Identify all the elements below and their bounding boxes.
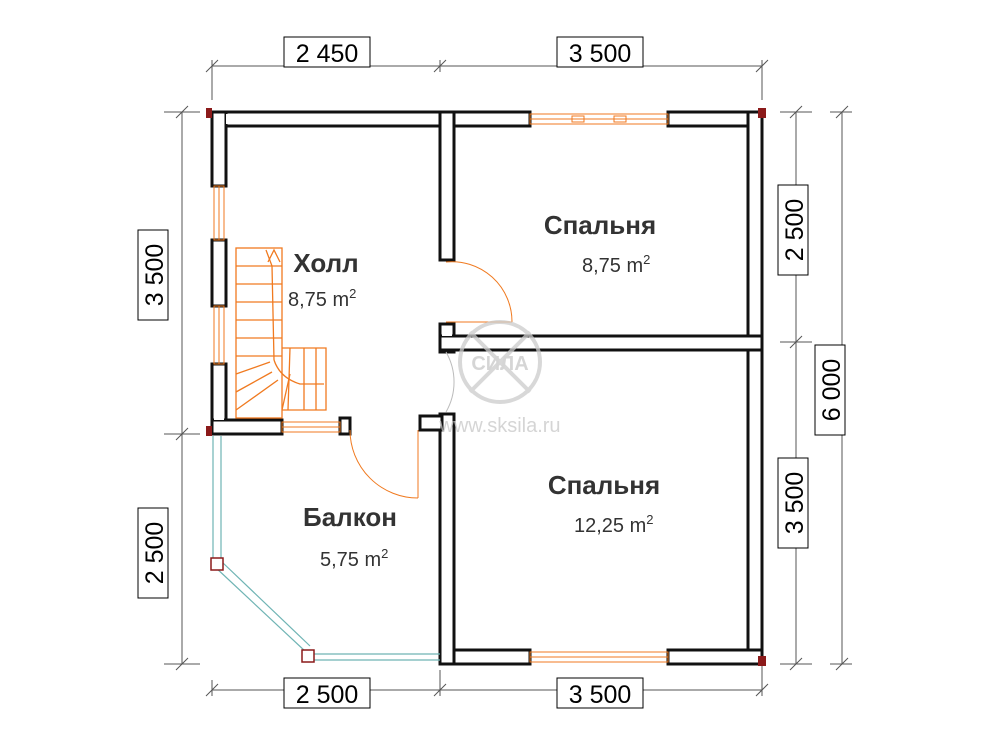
- walls: [210, 110, 764, 666]
- watermark-logo: [458, 320, 542, 404]
- room-bedroom-top-name: Спальня: [544, 210, 656, 240]
- dim-top-right: 3 500: [569, 40, 632, 68]
- dim-bottom-right: 3 500: [569, 681, 632, 709]
- room-bedroom-top: Спальня 8,75 m2: [544, 210, 656, 277]
- dim-left-upper: 3 500: [141, 244, 169, 307]
- dim-right-lower: 3 500: [781, 472, 809, 535]
- room-hall-name: Холл: [293, 248, 358, 278]
- room-bedroom-top-area: 8,75 m2: [582, 252, 650, 277]
- dim-top-left: 2 450: [296, 40, 359, 68]
- watermark: СИЛА www.sksila.ru: [438, 320, 561, 437]
- watermark-logo-text: СИЛА: [471, 353, 528, 375]
- room-balcony-area: 5,75 m2: [320, 546, 388, 571]
- balcony-posts: [210, 557, 315, 663]
- doors: [349, 261, 513, 499]
- room-bedroom-bottom-area: 12,25 m2: [574, 512, 654, 537]
- watermark-site: www.sksila.ru: [438, 415, 560, 437]
- dim-right-total: 6 000: [818, 359, 846, 422]
- dim-bottom-left: 2 500: [296, 681, 359, 709]
- room-hall-area: 8,75 m2: [288, 286, 356, 311]
- room-bedroom-bottom: Спальня 12,25 m2: [548, 470, 660, 537]
- staircase: [235, 247, 327, 419]
- room-bedroom-bottom-name: Спальня: [548, 470, 660, 500]
- dim-left-lower: 2 500: [141, 522, 169, 585]
- windows: [213, 113, 669, 663]
- corner-markers: [206, 108, 766, 666]
- room-hall: Холл 8,75 m2: [288, 248, 359, 311]
- room-balcony-name: Балкон: [303, 502, 397, 532]
- dim-right-upper: 2 500: [781, 199, 809, 262]
- room-balcony: Балкон 5,75 m2: [303, 502, 397, 571]
- balcony-railing: [212, 436, 440, 661]
